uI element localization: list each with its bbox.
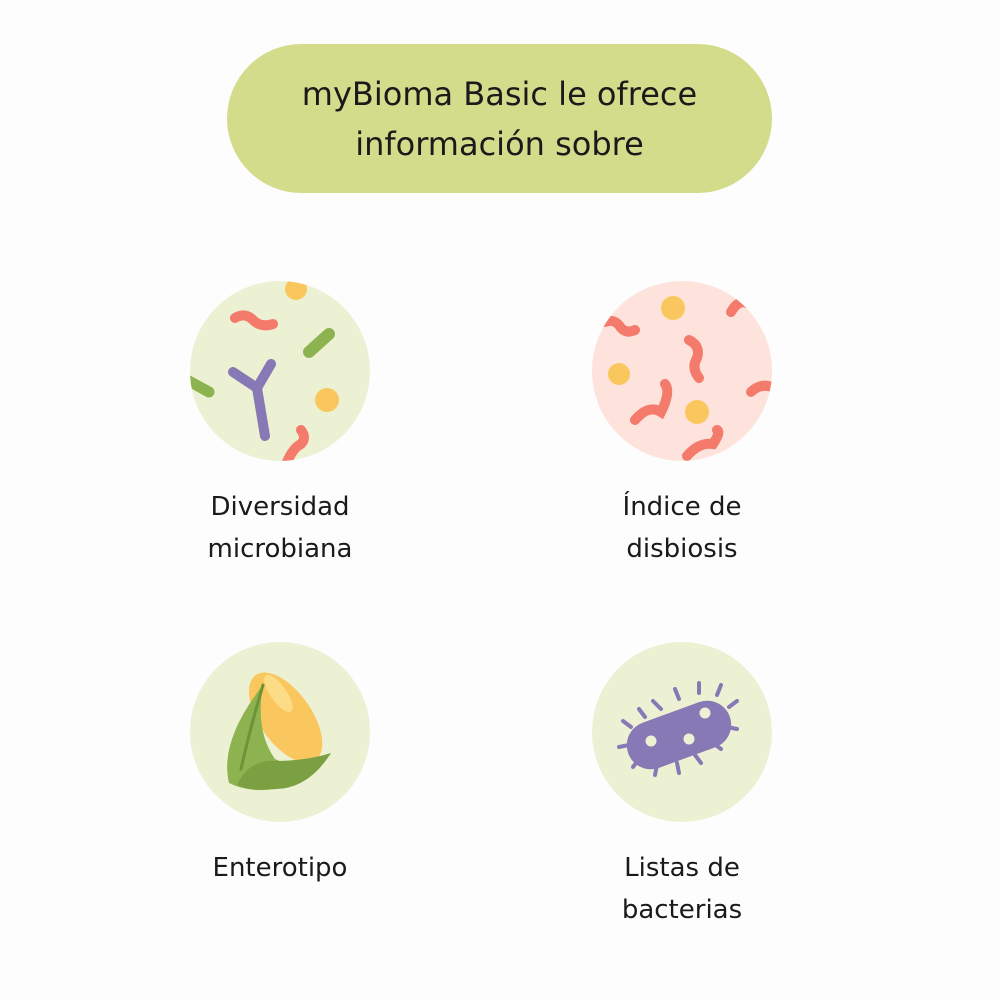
header-banner: myBioma Basic le ofrece información sobr… xyxy=(227,44,772,193)
feature-label-line-2: disbiosis xyxy=(626,534,738,564)
feature-label-line-1: Índice de xyxy=(622,492,742,522)
feature-label-line-1: Diversidad xyxy=(210,492,350,522)
worm-bacteria-icon xyxy=(592,281,772,461)
header-title-line-2: información sobre xyxy=(355,124,644,163)
feature-label-line-1: Enterotipo xyxy=(212,853,348,883)
feature-dysbiosis-index: Índice de disbiosis xyxy=(532,280,832,570)
feature-enterotype: Enterotipo xyxy=(130,641,430,889)
feature-label-line-2: microbiana xyxy=(207,534,353,564)
feature-diversity: Diversidad microbiana xyxy=(130,280,430,570)
bacterium-icon xyxy=(592,642,772,822)
microbes-icon xyxy=(190,281,370,461)
feature-label: Diversidad microbiana xyxy=(130,486,430,570)
feature-label-line-1: Listas de xyxy=(624,853,740,883)
feature-label: Índice de disbiosis xyxy=(532,486,832,570)
corn-icon xyxy=(190,642,370,822)
feature-label: Enterotipo xyxy=(130,847,430,889)
header-title-line-1: myBioma Basic le ofrece xyxy=(301,74,698,113)
feature-label-line-2: bacterias xyxy=(621,895,743,925)
feature-label: Listas de bacterias xyxy=(532,847,832,931)
feature-bacteria-lists: Listas de bacterias xyxy=(532,641,832,931)
